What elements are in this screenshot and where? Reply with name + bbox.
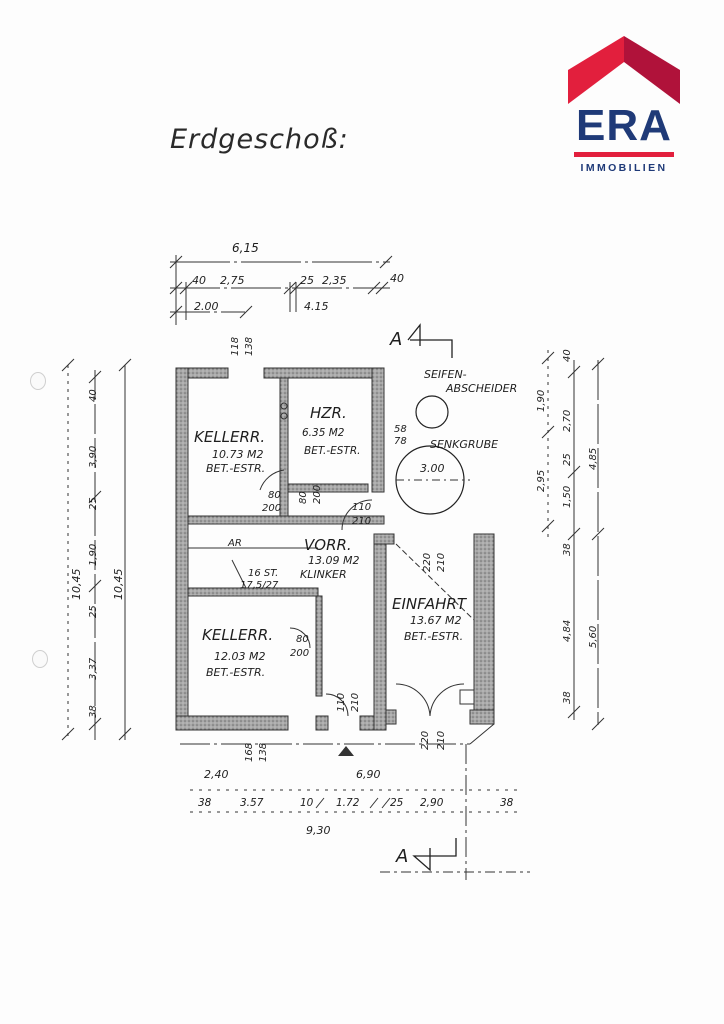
entrance-arrow-icon — [338, 746, 354, 756]
right-dimension-lines — [541, 350, 605, 731]
dim-bottom: 38 — [500, 797, 514, 809]
dim-right: 38 — [562, 543, 573, 556]
door-dim: 220 — [420, 731, 431, 750]
dim-left: 3,90 — [88, 446, 99, 468]
dim-bottom: 3.57 — [240, 797, 264, 809]
room-floor: KLINKER — [300, 568, 347, 581]
room-name: KELLERR. — [194, 428, 265, 446]
soap-separator-label: SEIFEN- — [424, 368, 467, 381]
dim-top: 2.00 — [194, 300, 219, 313]
stairs-ratio: 17,5/27 — [240, 580, 279, 591]
punch-hole — [32, 650, 48, 668]
window-dim: 118 — [230, 337, 241, 356]
dim-bottom: 6,90 — [356, 768, 381, 781]
dim-right: 4,85 — [588, 448, 599, 470]
dim-left: 40 — [88, 389, 99, 402]
door-dim: 200 — [262, 503, 281, 514]
door-dim: 220 — [422, 553, 433, 572]
dim-top: 2,35 — [322, 274, 347, 287]
dim-top: 40 — [390, 272, 404, 285]
door-dim: 110 — [352, 502, 371, 513]
section-marker-top: A — [389, 329, 402, 350]
cesspit-label: SENKGRUBE — [430, 438, 498, 451]
door-dim: 210 — [350, 693, 361, 712]
dim-left: 3,37 — [88, 657, 99, 680]
dim-right: 2,70 — [562, 410, 573, 432]
dim-top: 2,75 — [220, 274, 245, 287]
soap-separator-label: ABSCHEIDER — [445, 382, 517, 395]
dim-bottom: 38 — [198, 797, 212, 809]
dim-left: 10,45 — [112, 569, 125, 601]
dim-left: 38 — [88, 705, 99, 718]
stairs-symbol: AR — [227, 538, 242, 549]
window-dim: 138 — [258, 743, 269, 762]
dim-bottom: 10 — [300, 797, 314, 809]
door-dim: 210 — [352, 516, 371, 527]
dim-right: 4,84 — [562, 620, 573, 642]
dim-bottom: 2,90 — [420, 797, 444, 809]
door-dim: 80 — [268, 490, 281, 501]
dim-top: 25 — [300, 274, 314, 287]
bottom-dimension-lines — [190, 789, 520, 813]
dim-right: 5,60 — [588, 626, 599, 648]
door-dim: 80 — [296, 634, 309, 645]
logo-subtitle: IMMOBILIEN — [580, 162, 668, 174]
punch-hole — [30, 372, 46, 390]
dim-bottom: 1.72 — [336, 797, 360, 809]
dim-right: 2,95 — [536, 470, 547, 492]
dim-right: 1,90 — [536, 390, 547, 412]
door-dim: 200 — [290, 648, 309, 659]
door-dim: 200 — [312, 485, 323, 504]
dim-left: 25 — [88, 497, 99, 510]
room-name: HZR. — [310, 404, 347, 422]
page-title: Erdgeschoß: — [170, 124, 349, 155]
dim-top-total: 6,15 — [232, 241, 259, 255]
walls — [175, 367, 495, 731]
soap-separator-dim: 58 — [394, 424, 407, 435]
section-marker-bottom: A — [395, 846, 408, 867]
top-dimension-lines — [169, 255, 393, 325]
dim-left: 10,45 — [70, 569, 83, 601]
logo-brand: ERA — [576, 101, 672, 150]
dim-right: 40 — [562, 349, 573, 362]
room-floor: BET.-ESTR. — [206, 462, 265, 475]
dim-right: 1,50 — [562, 486, 573, 508]
window-dim: 168 — [244, 743, 255, 762]
cesspit-diameter: 3.00 — [420, 462, 445, 475]
dim-left: 25 — [88, 605, 99, 618]
room-floor: BET.-ESTR. — [304, 445, 360, 457]
room-area: 6.35 M2 — [302, 427, 345, 439]
room-area: 13.09 M2 — [308, 554, 359, 567]
dim-left: 1,90 — [88, 544, 99, 566]
room-area: 10.73 M2 — [212, 448, 263, 461]
stairs-count: 16 ST. — [248, 568, 278, 579]
dim-right: 25 — [562, 453, 573, 466]
room-floor: BET.-ESTR. — [206, 666, 265, 679]
roof-icon — [568, 36, 680, 104]
room-area: 12.03 M2 — [214, 650, 265, 663]
plan-details — [180, 402, 495, 880]
dim-top: 40 — [192, 274, 206, 287]
era-logo: ERA IMMOBILIEN — [568, 36, 680, 176]
door-dim: 210 — [436, 731, 447, 750]
room-floor: BET.-ESTR. — [404, 630, 463, 643]
dim-right: 38 — [562, 691, 573, 704]
door-dim: 210 — [436, 553, 447, 572]
room-name: VORR. — [304, 536, 352, 554]
dim-top: 4.15 — [304, 300, 329, 313]
door-dim: 80 — [298, 491, 309, 504]
room-name: KELLERR. — [202, 626, 273, 644]
room-name: EINFAHRT — [392, 595, 468, 613]
dim-bottom: 2,40 — [204, 768, 229, 781]
dim-bottom-total: 9,30 — [306, 824, 331, 837]
room-area: 13.67 M2 — [410, 614, 461, 627]
logo-underline — [574, 152, 674, 157]
dim-bottom: 25 — [390, 797, 404, 809]
door-dim: 110 — [336, 693, 347, 712]
left-dimension-lines — [61, 358, 132, 741]
soap-separator-dim: 78 — [394, 436, 407, 447]
window-dim: 138 — [244, 337, 255, 356]
soap-separator-symbol — [415, 395, 449, 429]
